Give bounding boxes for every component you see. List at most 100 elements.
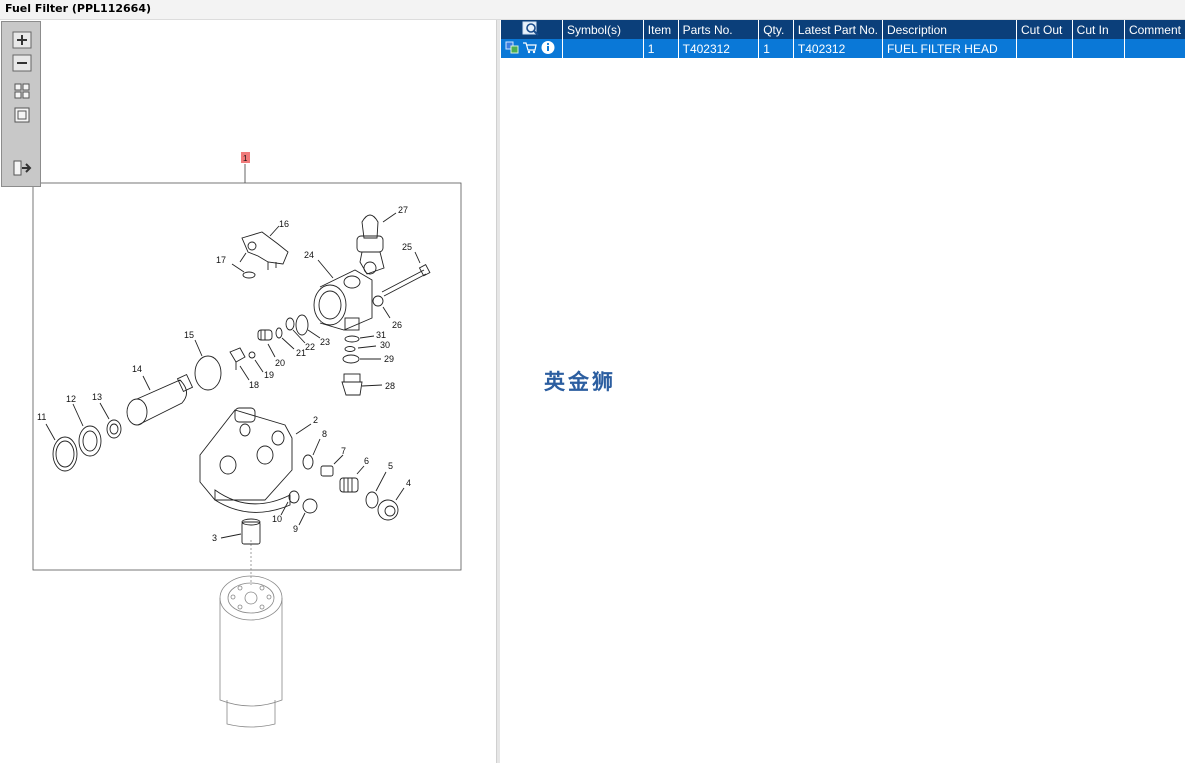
part-18	[229, 347, 246, 370]
diagram-labels: 1 27 16 25 17 24 26 31 30 29 28 15 23 22…	[37, 154, 412, 543]
label-11: 11	[37, 412, 46, 422]
column-header-cut-in[interactable]: Cut In	[1072, 20, 1125, 39]
part-9	[302, 498, 318, 514]
part-6	[339, 477, 359, 493]
zoom-in-icon[interactable]	[12, 31, 32, 49]
cell-item: 1	[643, 39, 679, 58]
export-icon[interactable]	[12, 159, 32, 177]
cell-comment	[1124, 39, 1185, 58]
cell-qty: 1	[758, 39, 794, 58]
where-used-icon[interactable]	[505, 41, 519, 53]
table-row[interactable]: 1 T402312 1 T402312 FUEL FILTER HEAD	[501, 39, 1185, 58]
part-20	[257, 329, 273, 341]
part-16	[239, 231, 289, 270]
zoom-toolbox	[1, 21, 41, 187]
label-25: 25	[402, 242, 412, 252]
label-9: 9	[293, 524, 298, 534]
label-3: 3	[212, 533, 217, 543]
column-header-item[interactable]: Item	[643, 20, 679, 39]
part-26	[372, 295, 384, 307]
label-27: 27	[398, 205, 408, 215]
label-15: 15	[184, 330, 194, 340]
label-23: 23	[320, 337, 330, 347]
part-27	[356, 214, 385, 275]
label-12: 12	[66, 394, 76, 404]
column-header-qty[interactable]: Qty.	[758, 20, 794, 39]
part-11	[52, 436, 78, 472]
parts-list-pane	[500, 20, 1185, 763]
label-10: 10	[272, 514, 282, 524]
part-7	[320, 465, 334, 477]
column-header-comment[interactable]: Comment	[1124, 20, 1185, 39]
column-header-description[interactable]: Description	[882, 20, 1018, 39]
search-parts-icon[interactable]	[522, 21, 540, 36]
part-3	[241, 518, 261, 545]
cell-parts-no[interactable]: T402312	[678, 39, 760, 58]
part-23	[295, 314, 309, 336]
part-25	[381, 263, 431, 297]
label-4: 4	[406, 478, 411, 488]
label-13: 13	[92, 392, 102, 402]
column-header-cut-out[interactable]: Cut Out	[1016, 20, 1073, 39]
window-title: Fuel Filter (PPL112664)	[5, 2, 151, 15]
column-header-latest-part-no[interactable]: Latest Part No.	[793, 20, 883, 39]
part-22	[285, 317, 295, 331]
label-7: 7	[341, 446, 346, 456]
column-header-symbols[interactable]: Symbol(s)	[562, 20, 644, 39]
part-30	[344, 346, 356, 352]
fit-window-icon[interactable]	[12, 82, 32, 100]
part-28	[341, 373, 363, 396]
label-6: 6	[364, 456, 369, 466]
window-title-bar: Fuel Filter (PPL112664)	[0, 0, 1185, 20]
label-19: 19	[264, 370, 274, 380]
pane-splitter[interactable]	[496, 20, 501, 763]
label-2: 2	[313, 415, 318, 425]
label-31: 31	[376, 330, 386, 340]
table-header-row: Symbol(s) Item Parts No. Qty. Latest Par…	[501, 20, 1185, 39]
diagram-pane[interactable]	[0, 20, 496, 763]
cell-latest-part-no[interactable]: T402312	[793, 39, 883, 58]
part-4	[377, 499, 399, 521]
callout-marker-box	[241, 152, 250, 163]
zoom-out-icon[interactable]	[12, 54, 32, 72]
label-5: 5	[388, 461, 393, 471]
diagram-frame	[32, 182, 462, 571]
label-16: 16	[279, 219, 289, 229]
part-21	[275, 327, 283, 339]
row-actions-cell	[501, 39, 563, 58]
cart-icon[interactable]	[523, 41, 537, 53]
part-10	[288, 490, 300, 504]
label-14: 14	[132, 364, 142, 374]
actual-size-icon[interactable]	[12, 106, 32, 124]
column-header-search[interactable]	[501, 20, 563, 39]
part-31	[344, 335, 360, 343]
exploded-parts-diagram: 1 27 16 25 17 24 26 31 30 29 28 15 23 22…	[32, 152, 462, 728]
parts-table: Symbol(s) Item Parts No. Qty. Latest Par…	[501, 20, 1185, 58]
info-icon[interactable]	[541, 40, 555, 54]
filter-cartridge	[219, 540, 283, 728]
label-26: 26	[392, 320, 402, 330]
part-19	[248, 351, 256, 359]
label-8: 8	[322, 429, 327, 439]
column-header-parts-no[interactable]: Parts No.	[678, 20, 760, 39]
label-21: 21	[296, 348, 306, 358]
label-30: 30	[380, 340, 390, 350]
part-5	[365, 491, 379, 509]
cell-cut-in	[1072, 39, 1125, 58]
label-29: 29	[384, 354, 394, 364]
part-15	[194, 355, 222, 391]
label-17: 17	[216, 255, 226, 265]
part-13	[106, 419, 122, 439]
row-action-icons	[505, 40, 555, 54]
part-2	[199, 407, 293, 513]
label-20: 20	[275, 358, 285, 368]
label-28: 28	[385, 381, 395, 391]
part-12	[78, 425, 102, 457]
part-8	[302, 454, 314, 470]
part-14	[126, 373, 194, 426]
cell-symbols	[562, 39, 644, 58]
part-24	[313, 269, 373, 331]
callout-marker-label: 1	[243, 154, 248, 163]
part-29	[342, 354, 360, 364]
cell-description: FUEL FILTER HEAD	[882, 39, 1018, 58]
